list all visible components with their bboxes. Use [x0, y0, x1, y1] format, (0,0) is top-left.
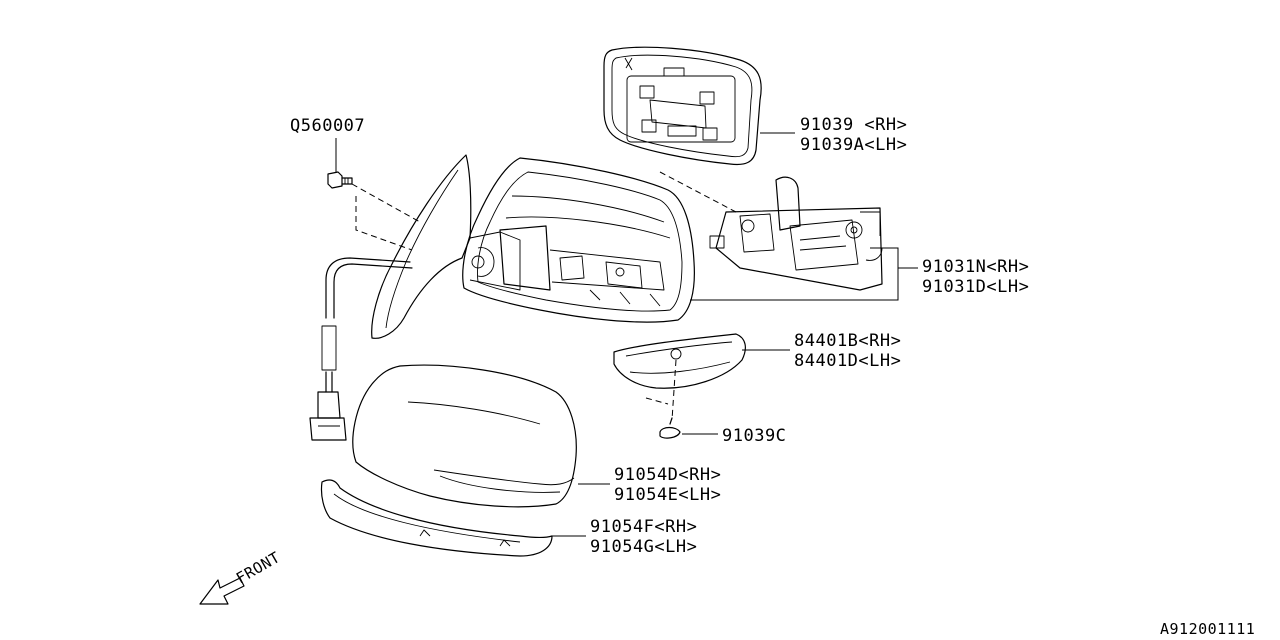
lamp-lh-label: 84401D<LH>: [794, 351, 901, 371]
mirror-base: [371, 154, 521, 339]
bolt-guide-1: [351, 183, 421, 223]
lamp-screw-guide-2: [645, 397, 669, 405]
bolt: [327, 171, 353, 189]
mirror-housing: [462, 157, 695, 323]
garnish-lh-label: 91054G<LH>: [590, 537, 697, 557]
screw-label: 91039C: [722, 426, 786, 446]
actuator-rh-label: 91031N<RH>: [922, 257, 1029, 277]
bolt-guide-2: [355, 196, 413, 251]
lamp-rh-label: 84401B<RH>: [794, 331, 901, 351]
actuator-leader: [690, 247, 899, 301]
screw: [659, 417, 681, 439]
diagram-id: A912001111: [1160, 620, 1255, 638]
wiring-harness: [309, 257, 413, 441]
front-label: FRONT: [233, 548, 283, 587]
cover-lh-label: 91054E<LH>: [614, 485, 721, 505]
housing-guide: [659, 171, 737, 213]
garnish-rh-label: 91054F<RH>: [590, 517, 697, 537]
glass-lh-label: 91039A<LH>: [800, 135, 907, 155]
cover-rh-label: 91054D<RH>: [614, 465, 721, 485]
mirror-cover: [352, 364, 577, 508]
bolt-label: Q560007: [290, 116, 365, 136]
actuator-lh-label: 91031D<LH>: [922, 277, 1029, 297]
lamp-screw-guide: [671, 359, 677, 421]
front-arrow-icon: [199, 577, 245, 605]
mirror-actuator: [709, 176, 883, 291]
glass-rh-label: 91039 <RH>: [800, 115, 907, 135]
turn-signal-lamp: [613, 333, 746, 389]
mirror-glass: [603, 46, 762, 166]
